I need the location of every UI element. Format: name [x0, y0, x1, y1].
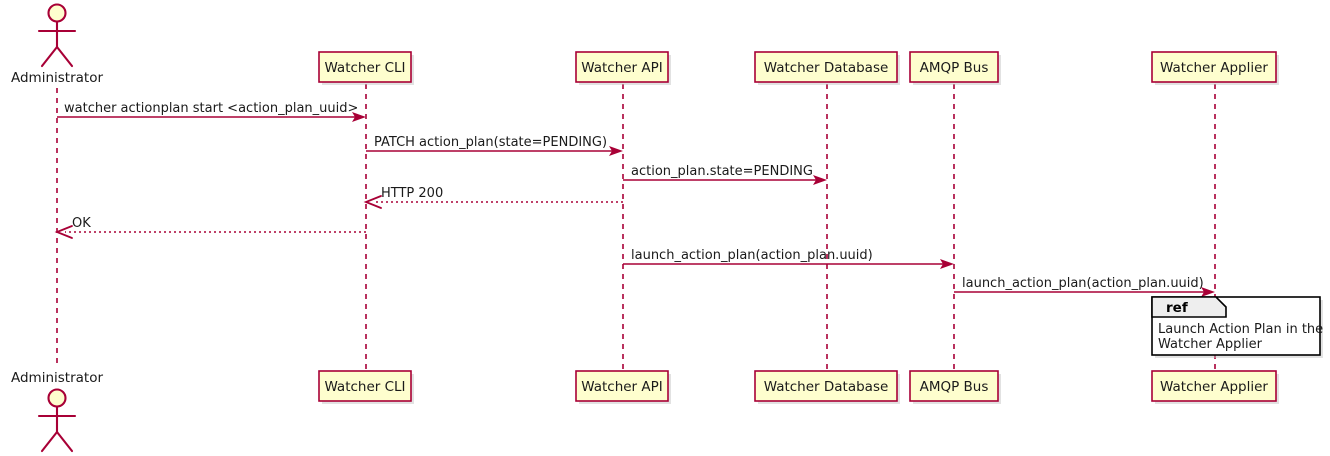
ref-tab-pentagon	[1151, 296, 1227, 318]
arrow-head-left-icon	[54, 225, 73, 239]
message-label: watcher actionplan start <action_plan_uu…	[64, 101, 358, 116]
message-watcher-actionplan-start[interactable]: watcher actionplan start <action_plan_uu…	[57, 101, 366, 122]
arrow-head-right-icon	[1201, 287, 1215, 297]
participant-label: Watcher API	[581, 60, 663, 76]
ref-text-line-2: Watcher Applier	[1158, 337, 1263, 352]
lifelines-group	[56, 84, 1216, 370]
message-action-plan-state-pending[interactable]: action_plan.state=PENDING	[623, 164, 827, 185]
arrow-head-right-icon	[940, 259, 954, 269]
arrow-head-left-icon	[363, 195, 382, 209]
message-launch-action-plan-to-bus[interactable]: launch_action_plan(action_plan.uuid)	[623, 248, 954, 269]
actor-left-leg-icon	[40, 430, 59, 453]
participant-box	[1151, 370, 1277, 402]
message-label: launch_action_plan(action_plan.uuid)	[631, 248, 873, 263]
message-http-200[interactable]: HTTP 200	[363, 186, 623, 209]
ref-tab-label: ref	[1166, 300, 1188, 316]
participant-box	[575, 370, 669, 402]
participant-watcher-api-top[interactable]: Watcher API	[575, 51, 671, 85]
participant-watcher-database-top[interactable]: Watcher Database	[754, 51, 900, 85]
participant-label: Watcher Database	[764, 60, 889, 76]
actor-administrator-bottom[interactable]: Administrator	[11, 370, 103, 453]
participant-label: Watcher API	[581, 379, 663, 395]
participant-label: AMQP Bus	[920, 60, 989, 76]
participant-watcher-cli-bottom[interactable]: Watcher CLI	[318, 370, 414, 404]
participant-label: Watcher Applier	[1160, 379, 1268, 395]
participant-amqp-bus-bottom[interactable]: AMQP Bus	[909, 370, 1001, 404]
message-label: launch_action_plan(action_plan.uuid)	[962, 276, 1204, 291]
participant-box	[318, 370, 412, 402]
participant-watcher-applier-top[interactable]: Watcher Applier	[1151, 51, 1279, 85]
message-patch-action-plan[interactable]: PATCH action_plan(state=PENDING)	[366, 135, 623, 156]
ref-text-line-1: Launch Action Plan in the	[1158, 322, 1323, 337]
participant-box	[1151, 51, 1277, 83]
actor-head-icon	[47, 3, 67, 23]
participant-box	[318, 51, 412, 83]
ref-fragment[interactable]: ref Launch Action Plan in the Watcher Ap…	[1151, 296, 1323, 358]
actor-right-leg-icon	[55, 430, 74, 453]
arrow-head-right-icon	[352, 112, 366, 122]
participant-label: Watcher CLI	[324, 60, 405, 76]
message-label: PATCH action_plan(state=PENDING)	[374, 135, 607, 150]
message-launch-action-plan-to-applier[interactable]: launch_action_plan(action_plan.uuid)	[954, 276, 1215, 297]
actor-label-top: Administrator	[11, 70, 103, 86]
participant-watcher-api-bottom[interactable]: Watcher API	[575, 370, 671, 404]
actor-administrator-top[interactable]: Administrator	[11, 3, 103, 87]
participant-amqp-bus-top[interactable]: AMQP Bus	[909, 51, 1001, 85]
participant-label: AMQP Bus	[920, 379, 989, 395]
participant-label: Watcher Applier	[1160, 60, 1268, 76]
actor-head-icon	[47, 388, 67, 408]
arrow-head-right-icon	[813, 175, 827, 185]
actor-right-leg-icon	[55, 45, 74, 68]
message-label: OK	[72, 216, 91, 231]
arrow-head-right-icon	[609, 146, 623, 156]
participant-watcher-database-bottom[interactable]: Watcher Database	[754, 370, 900, 404]
participant-box	[754, 370, 898, 402]
participant-box	[909, 370, 999, 402]
actor-left-leg-icon	[40, 45, 59, 68]
participant-label: Watcher Database	[764, 379, 889, 395]
participant-watcher-cli-top[interactable]: Watcher CLI	[318, 51, 414, 85]
participant-box	[909, 51, 999, 83]
participant-box	[575, 51, 669, 83]
participant-label: Watcher CLI	[324, 379, 405, 395]
actor-label-bottom: Administrator	[11, 370, 103, 386]
message-ok[interactable]: OK	[54, 216, 366, 239]
participant-box	[754, 51, 898, 83]
participant-watcher-applier-bottom[interactable]: Watcher Applier	[1151, 370, 1279, 404]
message-label: action_plan.state=PENDING	[631, 164, 813, 179]
message-label: HTTP 200	[381, 186, 443, 201]
